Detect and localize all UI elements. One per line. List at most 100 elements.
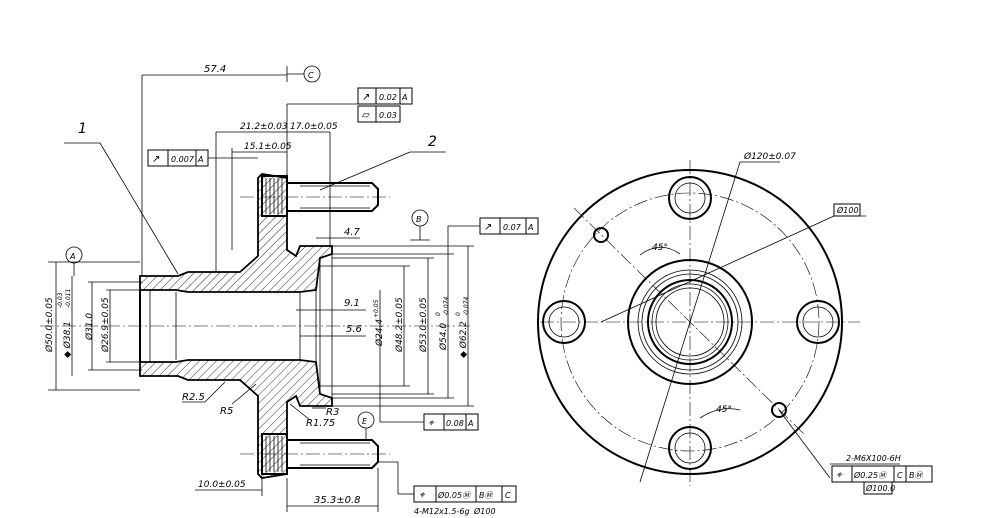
- callout-1-leader-2: [99, 142, 179, 275]
- fcf-runout-left-symbol: ↗: [152, 154, 160, 165]
- front-fcf-symbol: ⌖: [836, 470, 843, 481]
- bolt-circle: [560, 192, 820, 452]
- datum-b-label: B: [416, 215, 422, 224]
- section-thread-note: 4-M12x1.5-6g: [414, 507, 470, 516]
- front-view: Ø120±0.07 Ø100 45° 45° 2-M6X100-6H ⌖ Ø0.…: [537, 151, 933, 495]
- dim-35-3: 35.3±0.8: [314, 495, 361, 506]
- r175-leader: [289, 403, 311, 421]
- datum-c-bubble: [303, 65, 321, 83]
- callout-1-label: 1: [78, 121, 87, 137]
- fcf-runout-right-value: 0.07: [503, 223, 522, 232]
- front-thread-note: 2-M6X100-6H: [846, 454, 901, 463]
- fcf-runout-right-symbol: ↗: [484, 222, 492, 233]
- threaded-hole-1: [593, 227, 609, 243]
- hub-ring-1: [637, 269, 743, 375]
- datum-a-label: A: [69, 252, 75, 261]
- fcf-runout-right: ↗ 0.07 A: [447, 217, 539, 254]
- fcf-runout-top: ↗ 0.02 A ▱ 0.03: [287, 87, 413, 123]
- dim-dia-26: Ø26.9±0.05: [100, 297, 111, 353]
- fcf-position-mid: ⌖ 0.08 A: [379, 362, 479, 431]
- hub-ring-2: [641, 273, 739, 371]
- front-angle-bottom: 45°: [716, 405, 732, 415]
- front-fcf-position: ⌖ Ø0.25Ⓜ C BⓂ Ø100.0: [831, 465, 933, 495]
- dim-line-dia120: [639, 161, 741, 483]
- callout-2-leader-2: [319, 151, 411, 191]
- front-dim-dia120: Ø120±0.07: [743, 151, 796, 162]
- fcf-flatness-symbol: ▱: [362, 110, 370, 121]
- fcf-runout-top-value: 0.02: [379, 93, 397, 102]
- dim-15-1: 15.1±0.05: [244, 142, 292, 152]
- datum-e-label: E: [362, 417, 368, 426]
- dim-dia-54-tol-lower: -0.074: [443, 296, 450, 316]
- stud-hole-bottom: [668, 426, 712, 470]
- front-thread-leader: [778, 409, 831, 479]
- fcf-runout-left-value: 0.007: [171, 155, 195, 164]
- lower-wheel-stud: [240, 433, 390, 475]
- threaded-hole-2: [771, 402, 787, 418]
- r5-leader: [231, 383, 257, 405]
- dim-5-6: 5.6: [346, 324, 362, 335]
- fcf-position-mid-value: 0.08: [446, 419, 464, 428]
- dim-line-dia100: [600, 215, 835, 323]
- fcf-runout-top-symbol: ↗: [362, 92, 370, 103]
- fcf-position-bottom-value: Ø0.05Ⓜ: [437, 490, 472, 500]
- hub-ring-4: [651, 283, 729, 361]
- fcf-position-bottom-symbol: ⌖: [419, 490, 426, 501]
- datum-c-label: C: [308, 71, 314, 80]
- dim-r3: R3: [326, 407, 339, 418]
- fcf-runout-top-datum: A: [401, 93, 407, 102]
- dim-dia-50: Ø50.0±0.05: [44, 297, 55, 353]
- dim-10-0: 10.0±0.05: [198, 480, 246, 490]
- dim-r1-75: R1.75: [306, 418, 335, 429]
- dim-dia-38-tol-lower: -0.011: [65, 289, 72, 308]
- dia100-basic-box: [833, 203, 861, 217]
- dim-dia-62: ◆ Ø62.2: [458, 321, 469, 358]
- dim-dia-38: ◆ Ø38.1: [62, 321, 73, 358]
- dim-9-1: 9.1: [344, 298, 360, 309]
- fcf-position-mid-symbol: ⌖: [428, 418, 435, 429]
- dim-dia-31: Ø31.0: [84, 313, 95, 341]
- stud-hole-right: [796, 300, 840, 344]
- dim-dia-48: Ø48.2±0.05: [394, 297, 405, 353]
- fcf-position-mid-datum: A: [467, 419, 473, 428]
- dim-57-4: 57.4: [204, 64, 226, 75]
- flange-outline: [537, 169, 843, 475]
- front-dim-dia100: Ø100: [836, 205, 859, 215]
- fcf-position-bottom-datum2: C: [505, 491, 511, 500]
- fcf-runout-right-datum: A: [527, 223, 533, 232]
- hub-bore: [655, 287, 725, 357]
- dim-dia-24: Ø24.4: [374, 319, 385, 347]
- front-basic-dia: Ø100.0: [865, 483, 895, 493]
- fcf-runout-left-datum: A: [197, 155, 203, 164]
- upper-wheel-stud: [240, 175, 390, 217]
- stud-hole-top: [668, 176, 712, 220]
- section-thread-dia: Ø100: [473, 506, 496, 516]
- front-fcf-datum1: C: [897, 471, 903, 480]
- callout-2-label: 2: [428, 134, 437, 150]
- hub-lower-section: [139, 359, 333, 479]
- dim-dia-62-tol-lower: -0.074: [463, 296, 470, 316]
- fcf-flatness-value: 0.03: [379, 111, 397, 120]
- dim-dia-53: Ø53.0±0.05: [418, 297, 429, 353]
- section-view: 1 2 A C B E 57.4 21.2±0.03 17.0±: [40, 64, 539, 516]
- front-fcf-value: Ø0.25Ⓜ: [853, 470, 888, 480]
- hub-ring-3: [647, 279, 733, 365]
- fcf-position-bottom-datum1: BⓂ: [479, 491, 494, 500]
- dim-r2-5: R2.5: [182, 392, 205, 403]
- dim-dia-38-tol-upper: -0.03: [57, 292, 64, 308]
- hub-outer: [627, 259, 753, 385]
- hub-upper-section: [139, 173, 333, 293]
- fcf-runout-left: ↗ 0.007 A: [147, 149, 258, 167]
- stud-hole-left: [542, 300, 586, 344]
- dim-r5: R5: [220, 406, 233, 417]
- dim-4-7: 4.7: [344, 227, 361, 238]
- dim-dia-24-tol: +0.05: [373, 299, 380, 318]
- dim-17-0: 17.0±0.05: [290, 122, 338, 132]
- r25-leader-2: [204, 381, 226, 403]
- angle-arc-bottom: [699, 408, 741, 419]
- dim-dia-62-tol-upper: 0: [455, 312, 462, 316]
- front-angle-top: 45°: [652, 243, 668, 253]
- fcf-position-bottom: ⌖ Ø0.05Ⓜ BⓂ C 4-M12x1.5-6g Ø100: [378, 461, 517, 516]
- dim-21-2: 21.2±0.03: [240, 122, 288, 132]
